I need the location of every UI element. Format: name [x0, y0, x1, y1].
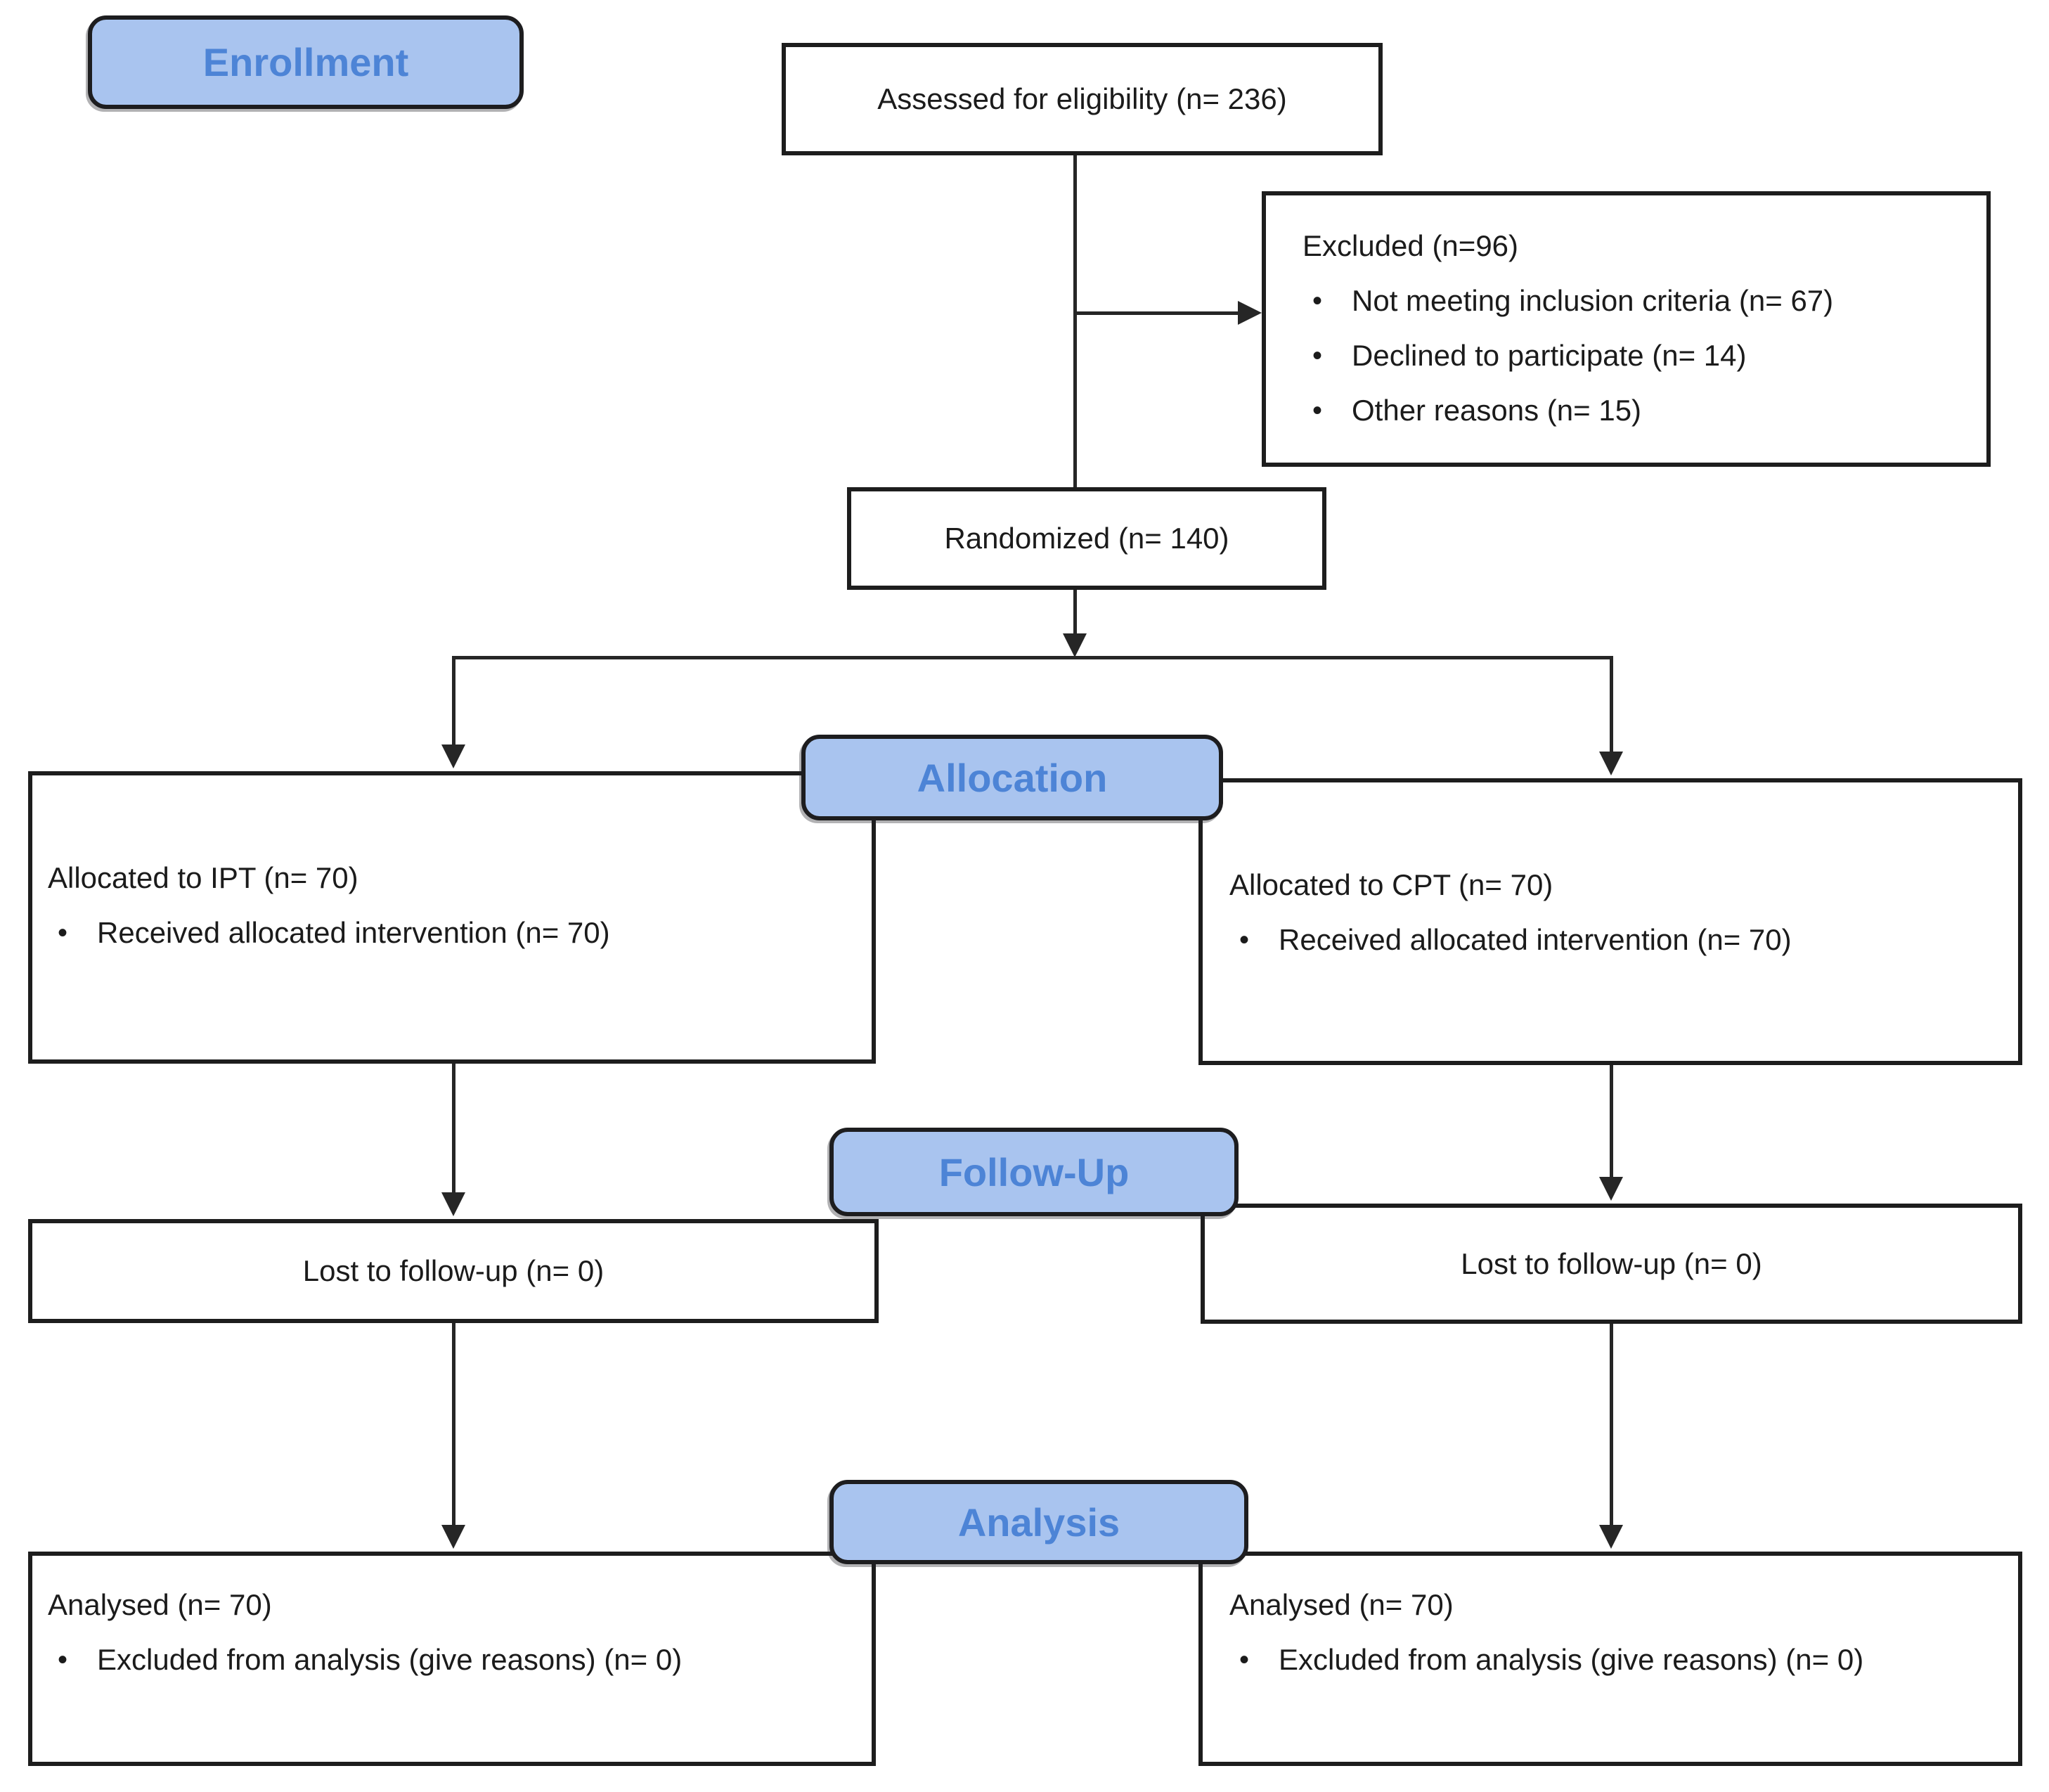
arrowhead-into-analysed-right-icon — [1599, 1525, 1623, 1549]
connector-split-horizontal — [452, 656, 1613, 659]
analysed-left-bullet-1: • Excluded from analysis (give reasons) … — [48, 1642, 855, 1678]
lost-followup-right-box: Lost to follow-up (n= 0) — [1201, 1204, 2022, 1324]
bullet-icon: • — [58, 917, 68, 948]
connector-lost-right-to-analysed-right — [1610, 1324, 1613, 1526]
analysed-right-box: Analysed (n= 70) • Excluded from analysi… — [1198, 1552, 2022, 1766]
arrowhead-into-excluded-icon — [1238, 301, 1262, 325]
arrowhead-into-analysed-left-icon — [441, 1525, 465, 1549]
randomized-box: Randomized (n= 140) — [847, 487, 1326, 590]
excluded-bullet-1: • Not meeting inclusion criteria (n= 67) — [1303, 283, 1965, 319]
allocated-ipt-box: Allocated to IPT (n= 70) • Received allo… — [28, 771, 876, 1064]
excluded-bullet-2-text: Declined to participate (n= 14) — [1352, 339, 1747, 372]
allocated-ipt-bullet-1-text: Received allocated intervention (n= 70) — [97, 916, 610, 949]
analysed-left-box: Analysed (n= 70) • Excluded from analysi… — [28, 1552, 876, 1766]
stage-label-allocation: Allocation — [801, 735, 1223, 820]
excluded-bullet-3-text: Other reasons (n= 15) — [1352, 394, 1642, 427]
randomized-text: Randomized (n= 140) — [944, 522, 1229, 555]
excluded-bullet-2: • Declined to participate (n= 14) — [1303, 337, 1965, 374]
allocated-cpt-bullet-1: • Received allocated intervention (n= 70… — [1229, 922, 2001, 958]
arrowhead-into-alloc-right-icon — [1599, 752, 1623, 775]
bullet-icon: • — [1239, 924, 1250, 955]
excluded-bullet-1-text: Not meeting inclusion criteria (n= 67) — [1352, 284, 1834, 317]
lost-followup-left-box: Lost to follow-up (n= 0) — [28, 1219, 879, 1323]
lost-followup-right-text: Lost to follow-up (n= 0) — [1461, 1246, 1762, 1280]
bullet-icon: • — [1312, 395, 1323, 426]
stage-label-enrollment: Enrollment — [88, 15, 524, 109]
bullet-icon: • — [1239, 1644, 1250, 1675]
arrowhead-at-split-icon — [1063, 633, 1087, 657]
analysed-left-title: Analysed (n= 70) — [48, 1588, 272, 1621]
allocated-ipt-title: Allocated to IPT (n= 70) — [48, 861, 358, 894]
bullet-icon: • — [58, 1644, 68, 1675]
excluded-box: Excluded (n=96) • Not meeting inclusion … — [1262, 191, 1991, 467]
allocated-cpt-bullet-1-text: Received allocated intervention (n= 70) — [1279, 923, 1792, 956]
bullet-icon: • — [1312, 340, 1323, 371]
stage-label-analysis-text: Analysis — [957, 1500, 1120, 1545]
allocated-cpt-box: Allocated to CPT (n= 70) • Received allo… — [1198, 778, 2022, 1065]
analysed-right-bullet-1: • Excluded from analysis (give reasons) … — [1229, 1642, 2001, 1678]
connector-assessed-to-randomized — [1073, 155, 1077, 487]
stage-label-analysis: Analysis — [829, 1480, 1248, 1564]
analysed-right-bullet-1-text: Excluded from analysis (give reasons) (n… — [1279, 1643, 1864, 1676]
stage-label-allocation-text: Allocation — [917, 755, 1108, 800]
stage-label-followup: Follow-Up — [829, 1128, 1239, 1216]
connector-alloc-left-to-lost-left — [452, 1064, 455, 1194]
stage-label-enrollment-text: Enrollment — [202, 40, 409, 84]
arrowhead-into-lost-right-icon — [1599, 1177, 1623, 1201]
excluded-bullet-3: • Other reasons (n= 15) — [1303, 392, 1965, 429]
stage-label-followup-text: Follow-Up — [938, 1149, 1130, 1194]
connector-alloc-right-to-lost-right — [1610, 1065, 1613, 1178]
connector-branch-to-excluded — [1075, 311, 1239, 315]
allocated-ipt-bullet-1: • Received allocated intervention (n= 70… — [48, 915, 855, 951]
excluded-title: Excluded (n=96) — [1303, 229, 1519, 262]
analysed-right-title: Analysed (n= 70) — [1229, 1588, 1454, 1621]
bullet-icon: • — [1312, 285, 1323, 316]
arrowhead-into-lost-left-icon — [441, 1192, 465, 1216]
connector-split-to-left-arm — [452, 656, 455, 746]
assessed-eligibility-box: Assessed for eligibility (n= 236) — [782, 43, 1383, 155]
allocated-cpt-title: Allocated to CPT (n= 70) — [1229, 868, 1553, 901]
analysed-left-bullet-1-text: Excluded from analysis (give reasons) (n… — [97, 1643, 683, 1676]
lost-followup-left-text: Lost to follow-up (n= 0) — [302, 1254, 605, 1287]
connector-split-to-right-arm — [1610, 656, 1613, 753]
connector-lost-left-to-analysed-left — [452, 1323, 455, 1526]
arrowhead-into-alloc-left-icon — [441, 744, 465, 768]
connector-randomized-down — [1073, 590, 1077, 636]
assessed-eligibility-text: Assessed for eligibility (n= 236) — [877, 82, 1287, 115]
